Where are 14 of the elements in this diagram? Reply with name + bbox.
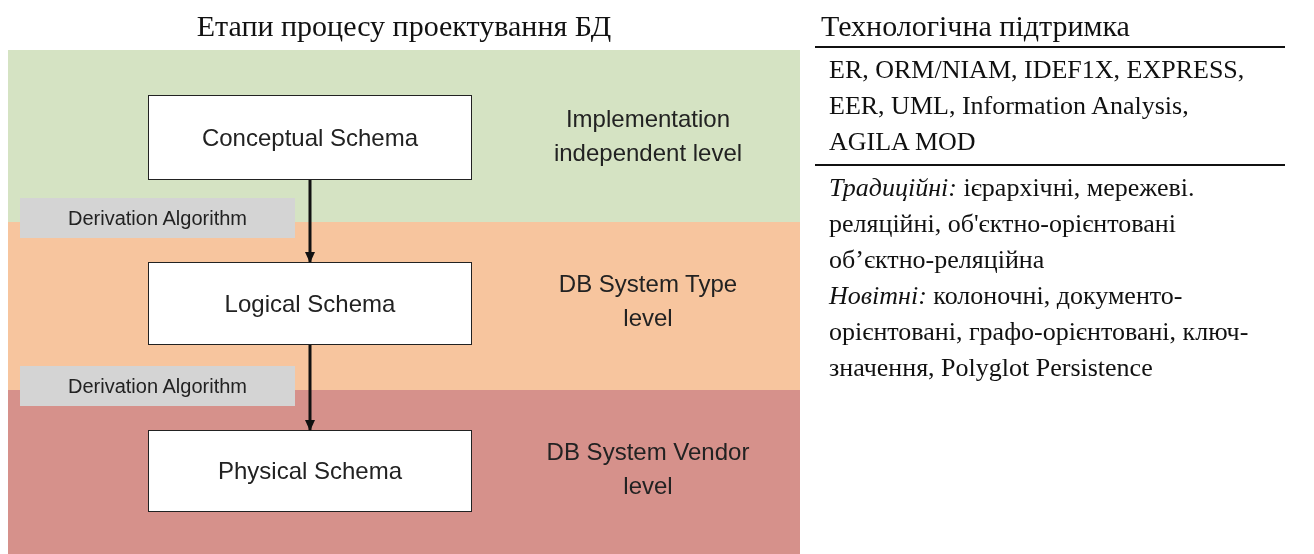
- table-cell-text: ER, ORM/NIAM, IDEF1X, EXPRESS, EER, UML, Information Analysis, AGILA MOD: [829, 54, 1246, 158]
- schema-box: Physical Schema: [148, 430, 472, 512]
- arrow: [305, 345, 315, 431]
- level-label: DB System Vendor level: [545, 437, 751, 501]
- arrow: [305, 180, 315, 263]
- column-heading: Технологічна підтримка: [815, 8, 1285, 48]
- diagram-title: Етапи процесу проектування БД: [195, 8, 613, 44]
- schema-box: Logical Schema: [148, 262, 472, 345]
- edge-label: Derivation Algorithm: [20, 366, 295, 406]
- level-label: DB System Type level: [557, 269, 739, 333]
- level-label: Implementation independent level: [552, 104, 744, 168]
- table-cell-text: Новітні: колоночні, документо-орієнтовані, графо-орієнтовані, ключ-значення, Polyglot Persistence: [829, 280, 1250, 384]
- schema-box: Conceptual Schema: [148, 95, 472, 180]
- edge-label: Derivation Algorithm: [20, 198, 295, 238]
